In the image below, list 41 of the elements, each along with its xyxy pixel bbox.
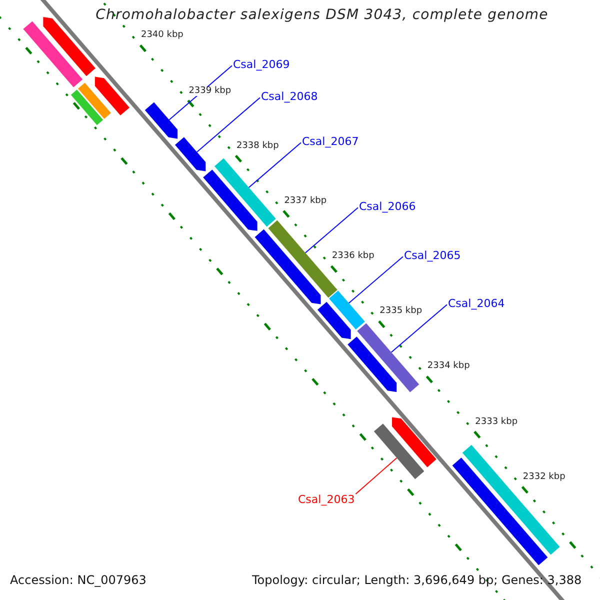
gene-label: Csal_2067 (302, 136, 359, 148)
leader-line (348, 256, 404, 304)
gene-label: Csal_2068 (261, 91, 318, 104)
gene-feature (254, 229, 321, 304)
leader-line (248, 142, 302, 188)
gene-feature (348, 336, 397, 392)
gene-feature (374, 424, 424, 480)
gene-feature (70, 90, 104, 126)
scale-label: 2336 kbp (332, 252, 374, 262)
scale-label: 2340 kbp (140, 31, 184, 42)
gene-feature (175, 137, 206, 172)
gene-label: Csal_2069 (233, 59, 290, 72)
gene-feature (452, 458, 548, 566)
gene-feature (357, 323, 420, 392)
title: Chromohalobacter salexigens DSM 3043, complete genome (94, 8, 550, 24)
scale-label: 2335 kbp (380, 307, 422, 318)
scale-label: 2334 kbp (427, 362, 470, 372)
gene-feature (203, 170, 258, 231)
gene-feature (94, 76, 130, 116)
gene-feature (78, 82, 111, 119)
leader-line (355, 457, 398, 494)
accession-text: Accession: NC_007963 (10, 574, 146, 588)
scale-label: 2337 kbp (284, 196, 327, 207)
gene-label: Csal_2064 (448, 298, 505, 310)
leader-line (304, 207, 358, 254)
gene-feature (144, 102, 178, 139)
gene-feature (392, 417, 436, 468)
scale-label: 2339 kbp (188, 86, 232, 96)
gene-feature (329, 290, 365, 330)
gene-label: Csal_2066 (359, 201, 416, 214)
gene-label: Csal_2065 (404, 250, 461, 262)
gene-feature (43, 17, 96, 76)
scale-label: 2332 kbp (522, 472, 566, 483)
genome-stats: Topology: circular; Length: 3,696,649 bp; Genes: 3,388 (252, 574, 582, 588)
gene-feature (214, 158, 276, 227)
leader-line (196, 97, 260, 152)
gene-label: Csal_2063 (298, 494, 355, 506)
gene-feature (23, 21, 83, 88)
scale-label: 2333 kbp (475, 418, 518, 428)
scale-label: 2338 kbp (236, 142, 279, 152)
gene-feature (318, 302, 351, 340)
